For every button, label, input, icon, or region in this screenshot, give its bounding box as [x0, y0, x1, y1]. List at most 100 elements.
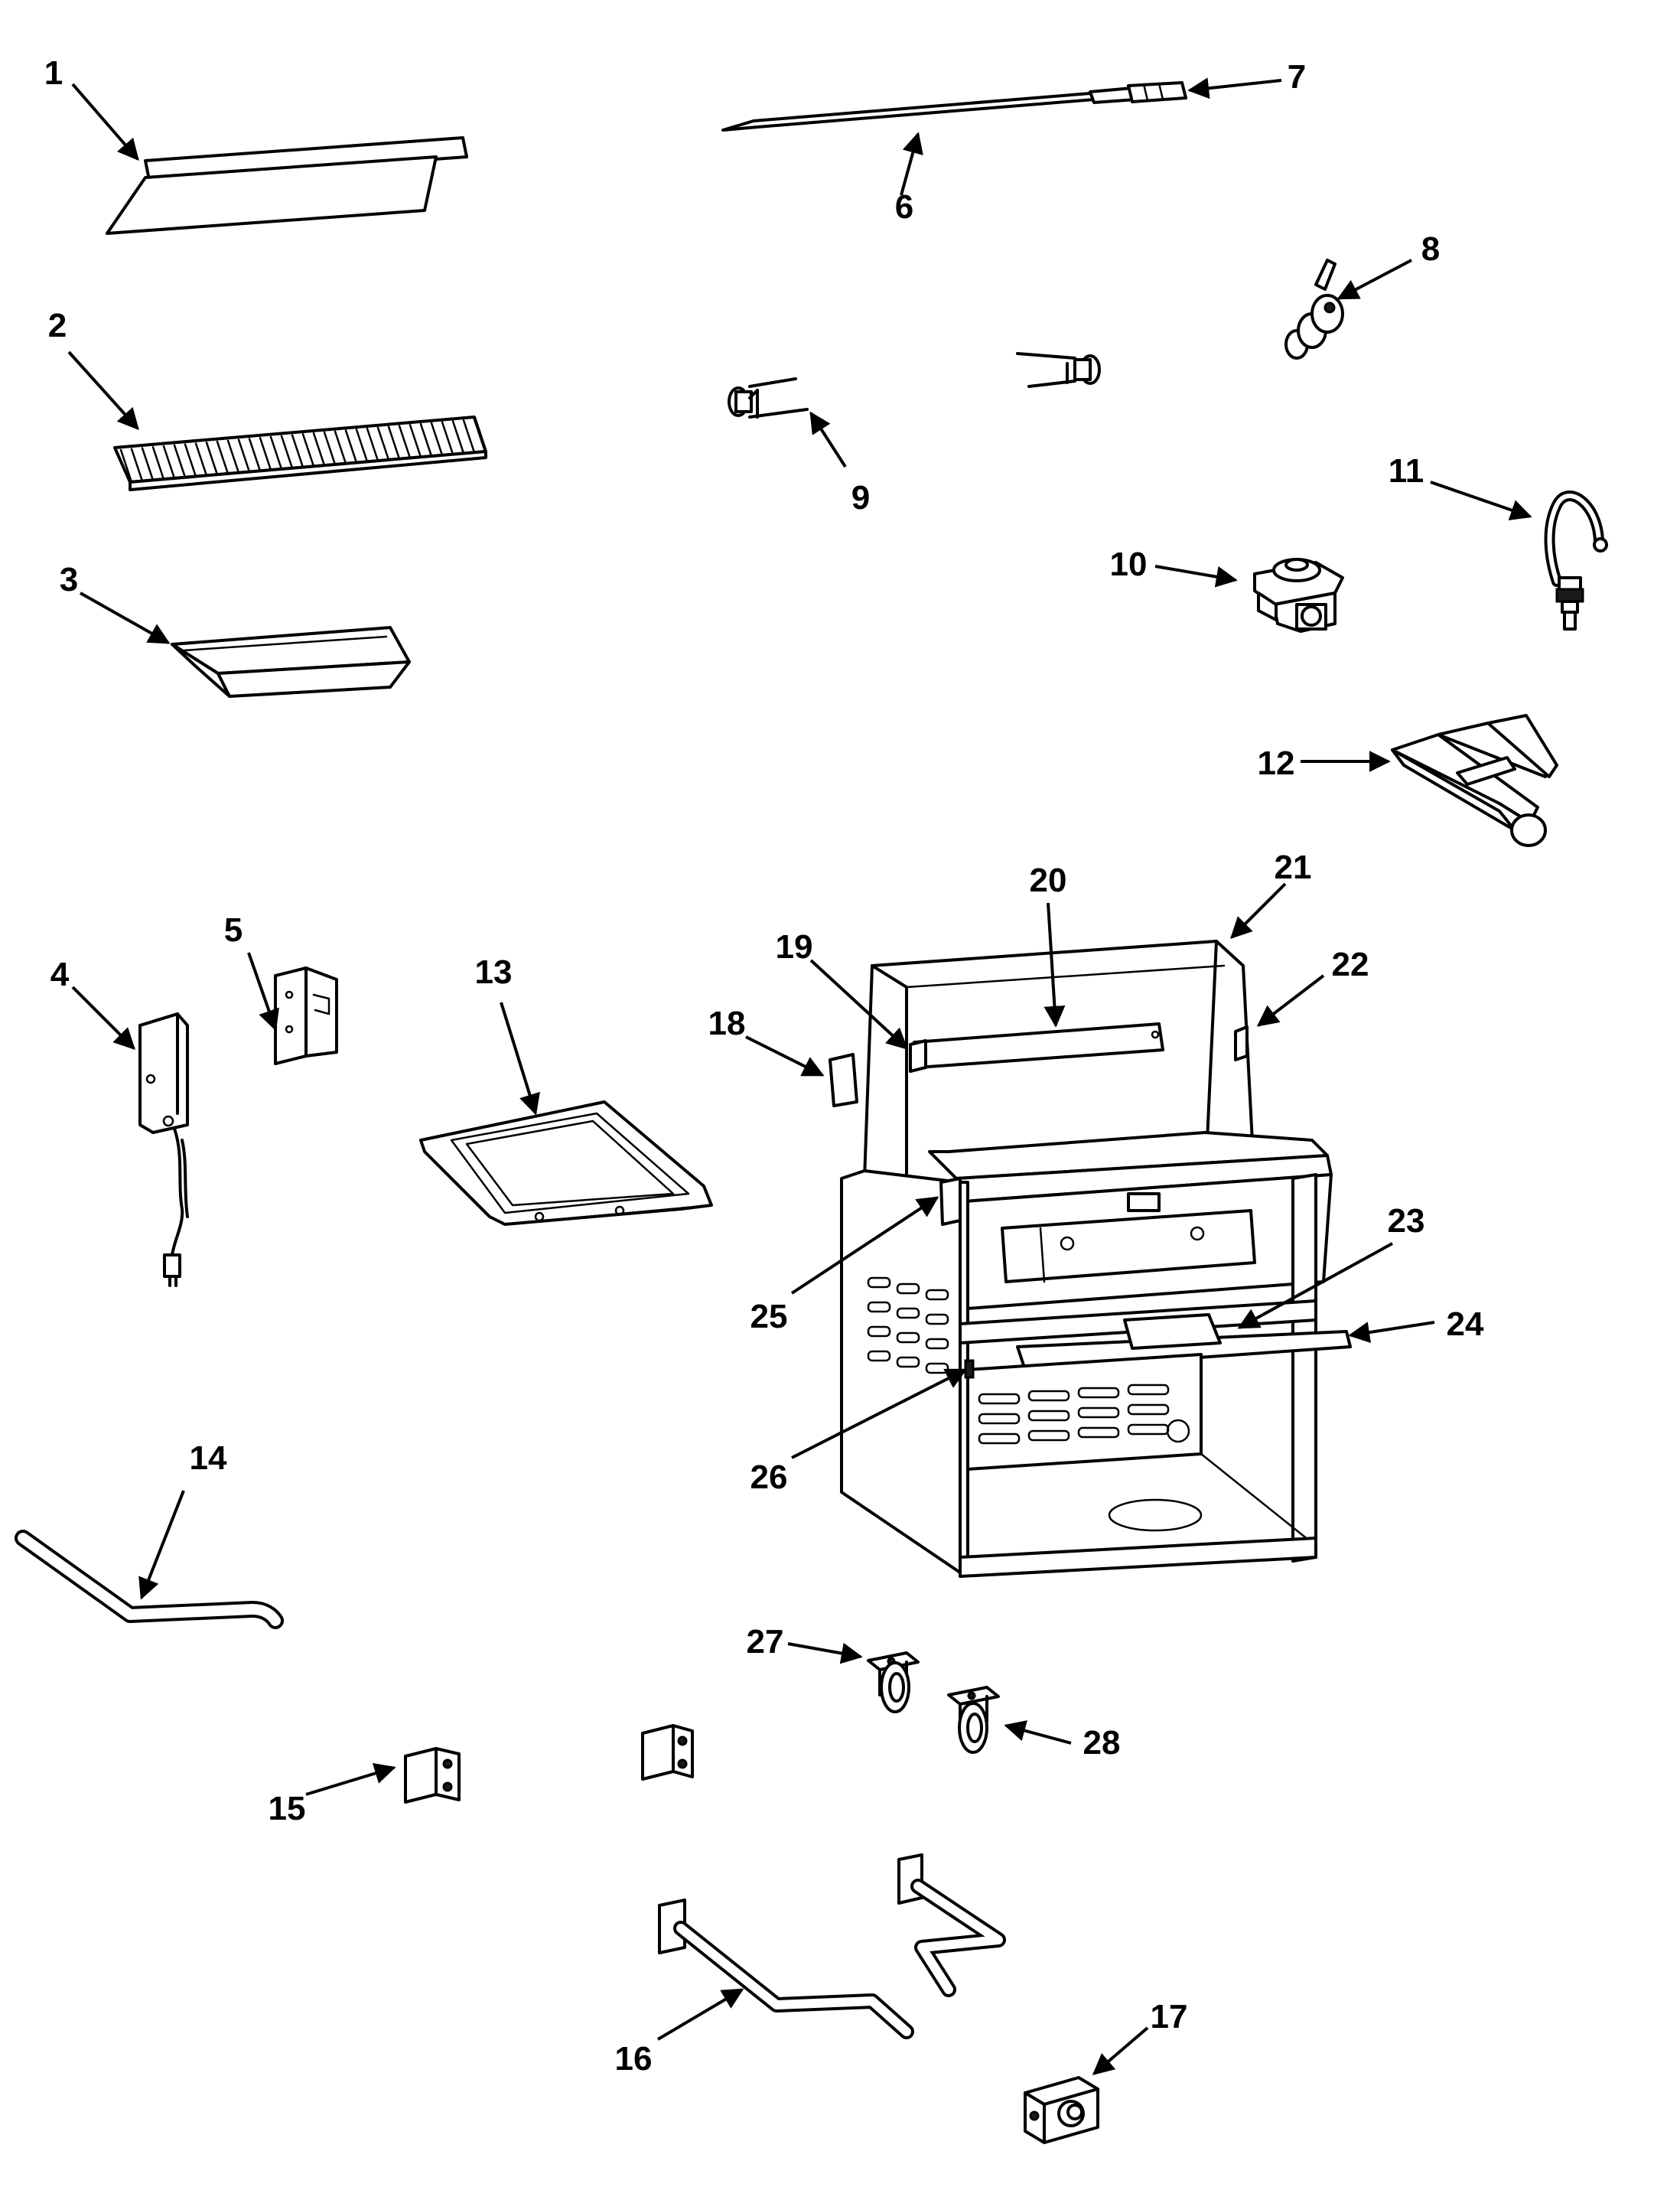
label-15: 15: [269, 1790, 306, 1827]
grate-bar: [301, 433, 315, 468]
label-13: 13: [475, 953, 513, 991]
vent-slot: [896, 1356, 920, 1368]
grate-bar: [216, 440, 230, 475]
label-26: 26: [750, 1459, 788, 1496]
label-24: 24: [1447, 1305, 1484, 1343]
vent-slot: [1127, 1384, 1170, 1396]
label-27: 27: [747, 1623, 784, 1661]
grate-bar: [441, 421, 454, 455]
vent-slot: [896, 1283, 920, 1295]
grate-bar: [376, 426, 390, 461]
label-5: 5: [224, 911, 243, 949]
grate-bar: [226, 439, 240, 474]
vent-slot: [1077, 1426, 1120, 1439]
grate-bar: [205, 442, 219, 476]
grate-bar: [430, 422, 444, 457]
part-15-bracket-right: [641, 1724, 694, 1781]
label-3: 3: [60, 561, 78, 598]
part-8-knob-set: [1284, 259, 1344, 360]
vent-slot: [896, 1307, 920, 1319]
vent-slot: [1127, 1403, 1170, 1416]
label-14: 14: [190, 1439, 227, 1477]
label-28: 28: [1083, 1724, 1121, 1762]
label-1: 1: [44, 54, 63, 92]
label-12: 12: [1258, 745, 1295, 782]
label-25: 25: [750, 1298, 788, 1335]
leader-lines: [67, 77, 1532, 2075]
label-19: 19: [776, 928, 813, 966]
grate-bar: [334, 430, 347, 465]
grate-bar: [462, 419, 476, 454]
grate-bar: [184, 443, 197, 477]
part-28-caster: [947, 1686, 1000, 1754]
vent-slot: [867, 1350, 891, 1362]
grate-bar: [312, 432, 326, 467]
grate-bar: [151, 446, 165, 481]
label-10: 10: [1110, 546, 1148, 583]
part-5-motor-bracket: [274, 966, 338, 1065]
vent-slot: [896, 1331, 920, 1344]
vent-slot: [1077, 1406, 1120, 1419]
grate-bar: [162, 445, 176, 480]
label-21: 21: [1275, 849, 1312, 886]
vent-slot: [867, 1301, 891, 1313]
callout-labels: 1 2 3 4 5 6 7 8 9 10 11 12 13 14 15 16 1…: [44, 54, 1484, 2078]
vent-slot: [867, 1325, 891, 1338]
grate-bar: [237, 438, 251, 473]
grate-bar: [269, 435, 283, 471]
vent-slot: [978, 1413, 1021, 1425]
part-3-drip-tray: [171, 626, 411, 698]
label-9: 9: [851, 479, 870, 517]
grate-bar: [451, 420, 465, 455]
part-15-bracket-left: [404, 1747, 461, 1804]
grate-bar: [419, 422, 433, 458]
grate-bar: [344, 429, 358, 464]
grate-bar: [355, 429, 369, 463]
label-2: 2: [48, 307, 67, 344]
grate-bar: [141, 447, 155, 481]
part-13-side-shelf: [419, 1100, 713, 1226]
vent-slot: [925, 1313, 949, 1325]
part-1-shelf: [106, 136, 468, 235]
label-7: 7: [1288, 58, 1306, 96]
vent-slot: [1027, 1410, 1070, 1422]
label-11: 11: [1389, 452, 1424, 490]
label-23: 23: [1388, 1202, 1425, 1240]
label-17: 17: [1151, 1998, 1188, 2035]
vent-slot: [1027, 1390, 1070, 1402]
part-27-caster: [867, 1651, 920, 1713]
part-10-valve: [1253, 558, 1344, 633]
label-4: 4: [50, 956, 70, 993]
label-22: 22: [1332, 946, 1369, 983]
vent-slot: [1077, 1387, 1120, 1399]
part-9-spit-forks: [728, 352, 1101, 419]
grate-bar: [409, 424, 422, 458]
vent-slot: [925, 1289, 949, 1301]
label-6: 6: [895, 188, 913, 226]
grate-bar: [194, 442, 208, 477]
part-4-rotisserie-motor: [138, 1012, 189, 1287]
grate-bar: [398, 425, 412, 459]
vent-slot: [867, 1276, 891, 1289]
grate-bar: [248, 438, 262, 472]
part-6-spit-rod: [721, 81, 1187, 132]
part-16-base-rail: [658, 1853, 1006, 2039]
grate-bar: [280, 435, 294, 470]
vent-slot: [978, 1432, 1021, 1445]
part-11-hose: [1544, 491, 1608, 631]
part-17-control-box: [1024, 2076, 1099, 2144]
part-12-burner: [1391, 714, 1558, 847]
vent-slot: [1027, 1429, 1070, 1442]
grate-bar: [119, 448, 133, 484]
label-8: 8: [1421, 230, 1440, 268]
grill-main-body: [829, 940, 1352, 1578]
part-2-cooking-grate: [113, 416, 487, 491]
label-18: 18: [708, 1005, 746, 1042]
grate-bar: [259, 436, 272, 471]
grate-bar: [173, 444, 187, 479]
label-16: 16: [615, 2040, 653, 2078]
part-14-handle-rod: [15, 1530, 284, 1629]
vent-slot: [925, 1338, 949, 1350]
grate-bar: [130, 448, 144, 483]
